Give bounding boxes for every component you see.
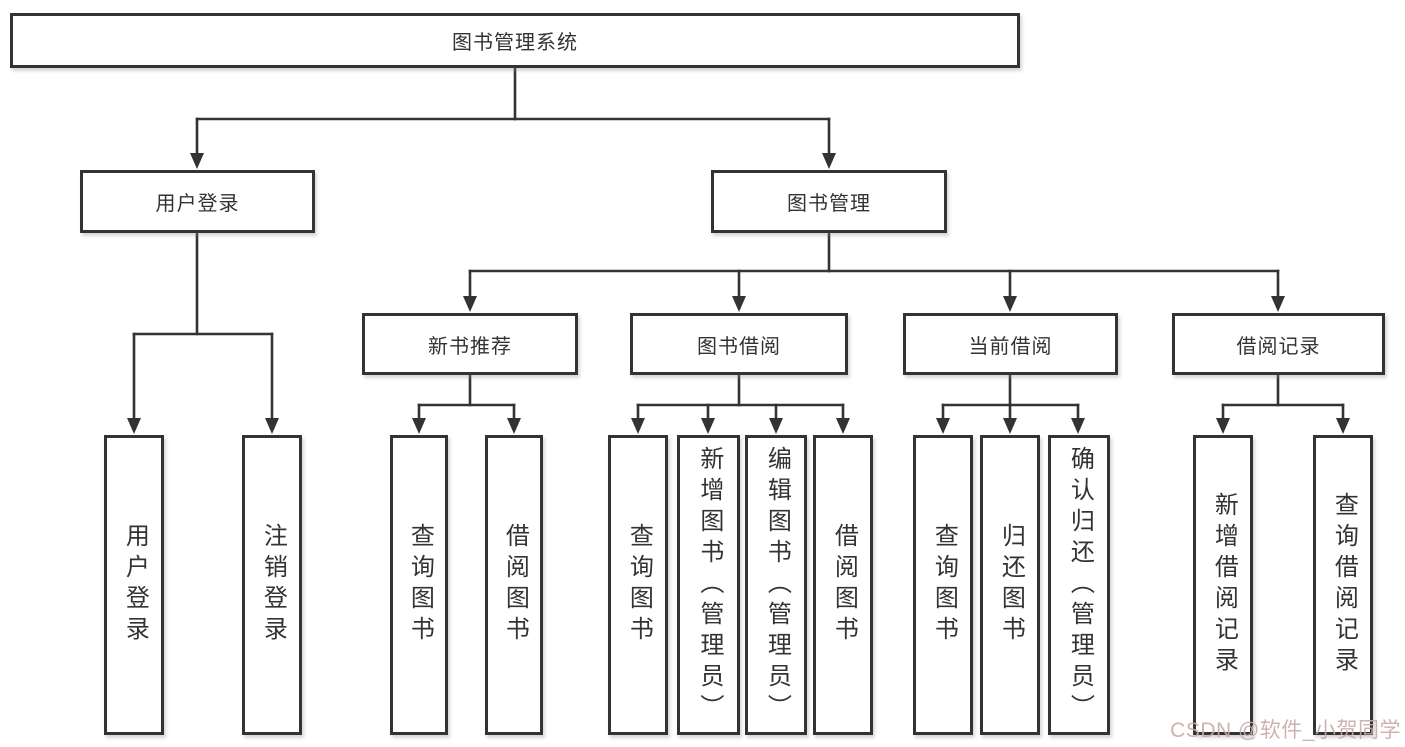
connector-book-borrow-to-leaves (631, 373, 850, 434)
node-borrow-records: 借阅记录 (1172, 313, 1385, 375)
leaf-records-query-record-label: 查询借阅记录 (1330, 492, 1358, 678)
node-root: 图书管理系统 (10, 13, 1020, 68)
leaf-current-query-books-label: 查询图书 (930, 523, 958, 647)
connector-root-to-level2 (190, 66, 836, 169)
connector-user-login-to-leaves (127, 231, 279, 434)
node-user-login: 用户登录 (80, 170, 315, 233)
leaf-user-login-label: 用户登录 (121, 523, 149, 647)
leaf-current-confirm-return-admin: 确认归还（管理员） (1048, 435, 1110, 735)
csdn-watermark: CSDN @软件_小贺同学 (1170, 719, 1401, 742)
leaf-newbook-query-books-label: 查询图书 (406, 523, 434, 647)
node-current-borrow: 当前借阅 (903, 313, 1118, 375)
connector-records-to-leaves (1216, 373, 1350, 434)
leaf-borrow-borrow-books-label: 借阅图书 (830, 523, 858, 647)
leaf-current-confirm-return-admin-label: 确认归还（管理员） (1066, 445, 1094, 725)
leaf-current-return-books-label: 归还图书 (997, 523, 1025, 647)
leaf-borrow-edit-books-admin-label: 编辑图书（管理员） (763, 445, 791, 725)
leaf-current-return-books: 归还图书 (980, 435, 1040, 735)
leaf-borrow-borrow-books: 借阅图书 (813, 435, 873, 735)
connector-current-borrow-to-leaves (936, 373, 1085, 434)
leaf-newbook-borrow-books: 借阅图书 (485, 435, 543, 735)
leaf-borrow-add-books-admin-label: 新增图书（管理员） (695, 445, 723, 725)
leaf-borrow-query-books: 查询图书 (608, 435, 668, 735)
leaf-newbook-borrow-books-label: 借阅图书 (501, 523, 529, 647)
node-new-book-recommend: 新书推荐 (362, 313, 578, 375)
leaf-current-query-books: 查询图书 (913, 435, 973, 735)
leaf-borrow-edit-books-admin: 编辑图书（管理员） (745, 435, 807, 735)
connector-book-mgmt-to-sections (463, 231, 1285, 312)
leaf-user-login: 用户登录 (104, 435, 164, 735)
connector-new-book-to-leaves (412, 373, 521, 434)
node-book-mgmt: 图书管理 (711, 170, 947, 233)
leaf-borrow-query-books-label: 查询图书 (625, 523, 653, 647)
node-book-borrow: 图书借阅 (630, 313, 848, 375)
leaf-logout: 注销登录 (242, 435, 302, 735)
leaf-records-query-record: 查询借阅记录 (1313, 435, 1373, 735)
leaf-borrow-add-books-admin: 新增图书（管理员） (677, 435, 740, 735)
leaf-records-add-record: 新增借阅记录 (1193, 435, 1253, 735)
leaf-logout-label: 注销登录 (259, 523, 287, 647)
leaf-newbook-query-books: 查询图书 (390, 435, 448, 735)
leaf-records-add-record-label: 新增借阅记录 (1210, 492, 1238, 678)
